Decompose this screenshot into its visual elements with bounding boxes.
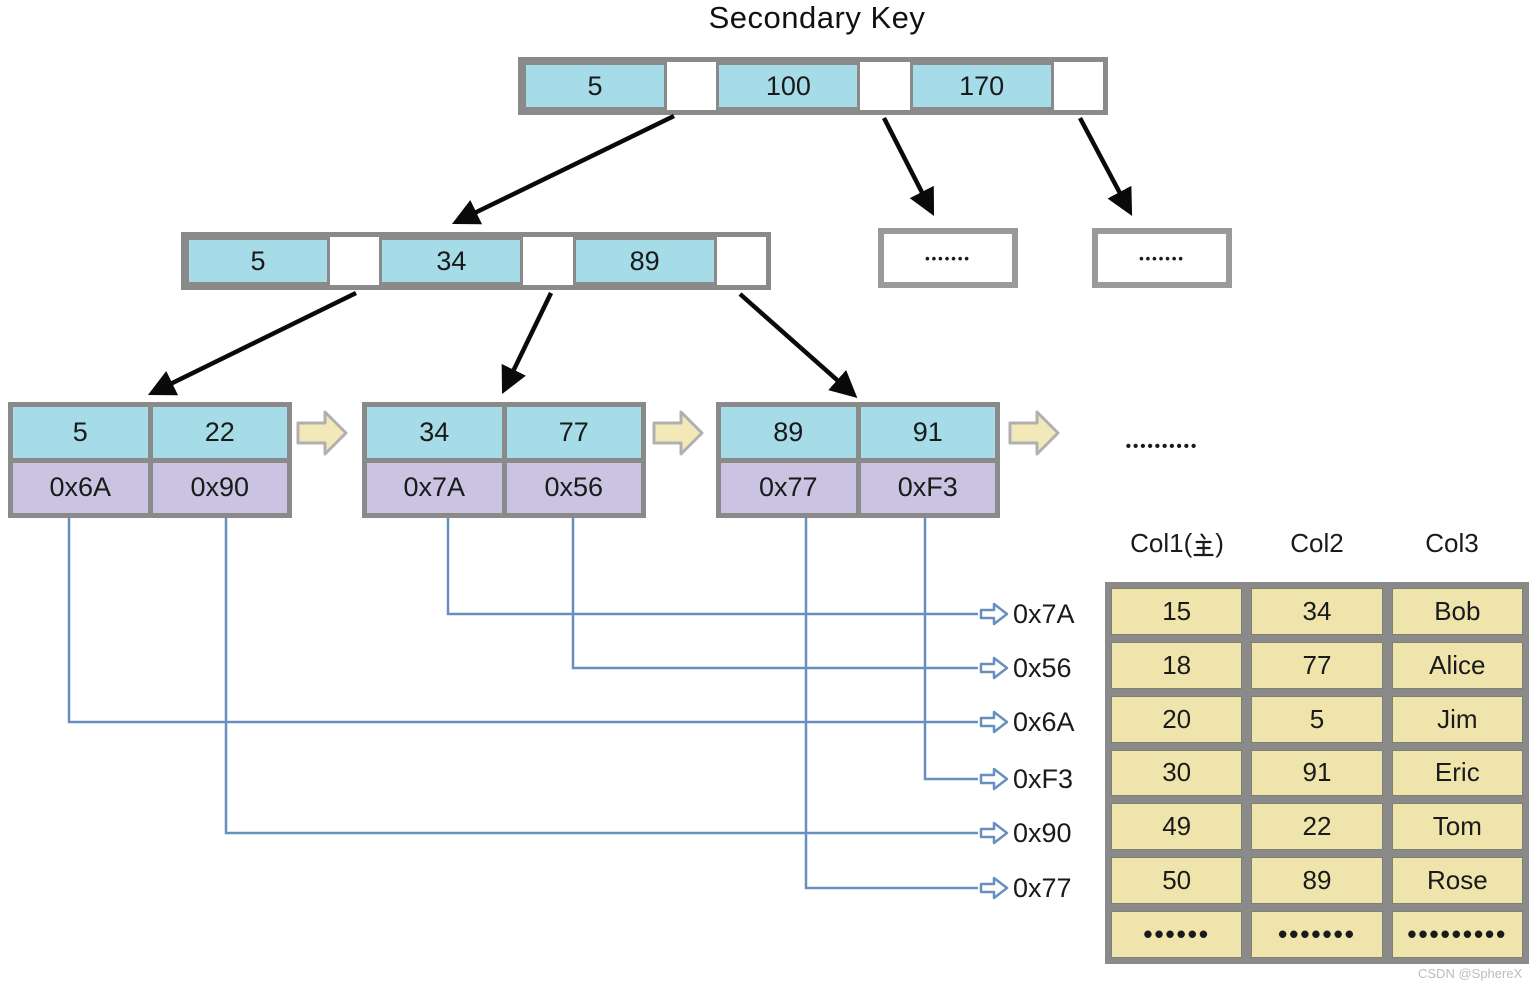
leaf-link-arrow-1 [296,410,348,456]
pointer-arrow-icon [979,767,1009,791]
pointer-line-0x77 [804,518,978,890]
table-cell: 91 [1251,749,1383,797]
table-cell: Jim [1391,695,1523,743]
leaf-key-cell: 5 [13,407,148,458]
pointer-label-0x90: 0x90 [1013,818,1072,848]
table-cell: 20 [1111,695,1243,743]
pointer-arrow-icon [979,602,1009,626]
tree-edge-internal-to-leaf1 [147,290,357,396]
overflow-node-box: ••••••• [1092,228,1232,288]
pointer-arrow-icon [979,710,1009,734]
pointer-line-0x56 [571,518,978,670]
leaf-chain-ellipsis: •••••••••• [1125,438,1199,455]
root-pointer-gap [860,62,910,110]
pointer-line-0x7A [446,518,978,616]
leaf-key-cell: 22 [152,407,287,458]
leaf-link-arrow-3 [1008,410,1060,456]
tree-edge-internal-to-leaf3 [738,292,858,398]
internal-pointer-gap [716,237,766,285]
table-cell: 49 [1111,803,1243,851]
leaf-key-cell: 77 [506,407,641,458]
leaf-pointer-cell: 0x6A [13,462,148,513]
pointer-line-0x90 [224,518,978,835]
table-cell-ellipsis: •••••• [1111,911,1243,958]
root-key-cell: 100 [716,62,861,110]
pointer-label-0x7A: 0x7A [1013,599,1075,629]
table-cell: Eric [1391,749,1523,797]
btree-root-node: 5 100 170 [518,57,1108,115]
table-cell: 89 [1251,857,1383,905]
zhu-primary-key-glyph [1193,533,1214,557]
tree-edge-root-to-overflow-left [881,116,935,217]
table-header-col1: Col1( ) [1130,528,1224,558]
pointer-arrow-icon [979,656,1009,680]
table-cell: 50 [1111,857,1243,905]
table-cell-ellipsis: ••••••• [1251,911,1383,958]
table-cell: 18 [1111,641,1243,689]
leaf-pointer-cell: 0xF3 [860,462,995,513]
table-cell: Alice [1391,641,1523,689]
pointer-label-0x6A: 0x6A [1013,707,1075,737]
root-key-cell: 5 [523,62,668,110]
root-key-cell: 170 [909,62,1054,110]
table-cell: 34 [1251,588,1383,635]
tree-edge-internal-to-leaf2 [501,292,554,395]
leaf-key-cell: 91 [860,407,995,458]
leaf-pointer-cell: 0x56 [506,462,641,513]
csdn-watermark: CSDN @SphereX [1418,966,1523,981]
leaf-key-cell: 34 [367,407,502,458]
root-pointer-gap [667,62,717,110]
leaf-pointer-cell: 0x90 [152,462,287,513]
overflow-node-box: ••••••• [878,228,1018,288]
pointer-label-0x56: 0x56 [1013,653,1072,683]
table-cell: 30 [1111,749,1243,797]
pointer-lines [67,518,978,890]
internal-pointer-gap [523,237,573,285]
leaf-node-3: 89 91 0x77 0xF3 [716,402,1000,518]
pointer-arrow-icons [979,602,1009,900]
leaf-link-arrow-2 [652,410,704,456]
pointer-line-0x6A [67,518,978,724]
leaf-key-cell: 89 [721,407,856,458]
leaf-node-2: 34 77 0x7A 0x56 [362,402,646,518]
table-cell: Rose [1391,857,1523,905]
pointer-label-0xF3: 0xF3 [1013,764,1074,794]
ellipsis-dots: ••••••• [925,250,971,266]
table-cell: Bob [1391,588,1523,635]
table-cell: Tom [1391,803,1523,851]
pointer-label-0x77: 0x77 [1013,873,1072,903]
leaf-pointer-cell: 0x77 [721,462,856,513]
diagram-title: Secondary Key [708,0,926,35]
table-cell: 5 [1251,695,1383,743]
internal-key-cell: 34 [379,237,524,285]
ellipsis-dots: ••••••• [1139,250,1185,266]
internal-key-cell: 5 [186,237,331,285]
pointer-arrow-icon [979,821,1009,845]
pointer-arrow-icon [979,876,1009,900]
root-pointer-gap [1053,62,1103,110]
pointer-line-0xF3 [923,518,978,781]
table-cell: 77 [1251,641,1383,689]
tree-edge-root-to-internal [451,113,675,225]
internal-pointer-gap [330,237,380,285]
table-header-col3: Col3 [1425,528,1479,558]
tree-edge-root-to-overflow-right [1078,116,1133,216]
leaf-node-1: 5 22 0x6A 0x90 [8,402,292,518]
btree-internal-node: 5 34 89 [181,232,771,290]
table-header-col2: Col2 [1290,528,1344,558]
record-table: 15 34 Bob 18 77 Alice 20 5 Jim 30 91 Eri… [1105,582,1529,964]
table-cell: 22 [1251,803,1383,851]
table-cell: 15 [1111,588,1243,635]
internal-key-cell: 89 [572,237,717,285]
table-cell-ellipsis: ••••••••• [1391,911,1523,958]
leaf-pointer-cell: 0x7A [367,462,502,513]
